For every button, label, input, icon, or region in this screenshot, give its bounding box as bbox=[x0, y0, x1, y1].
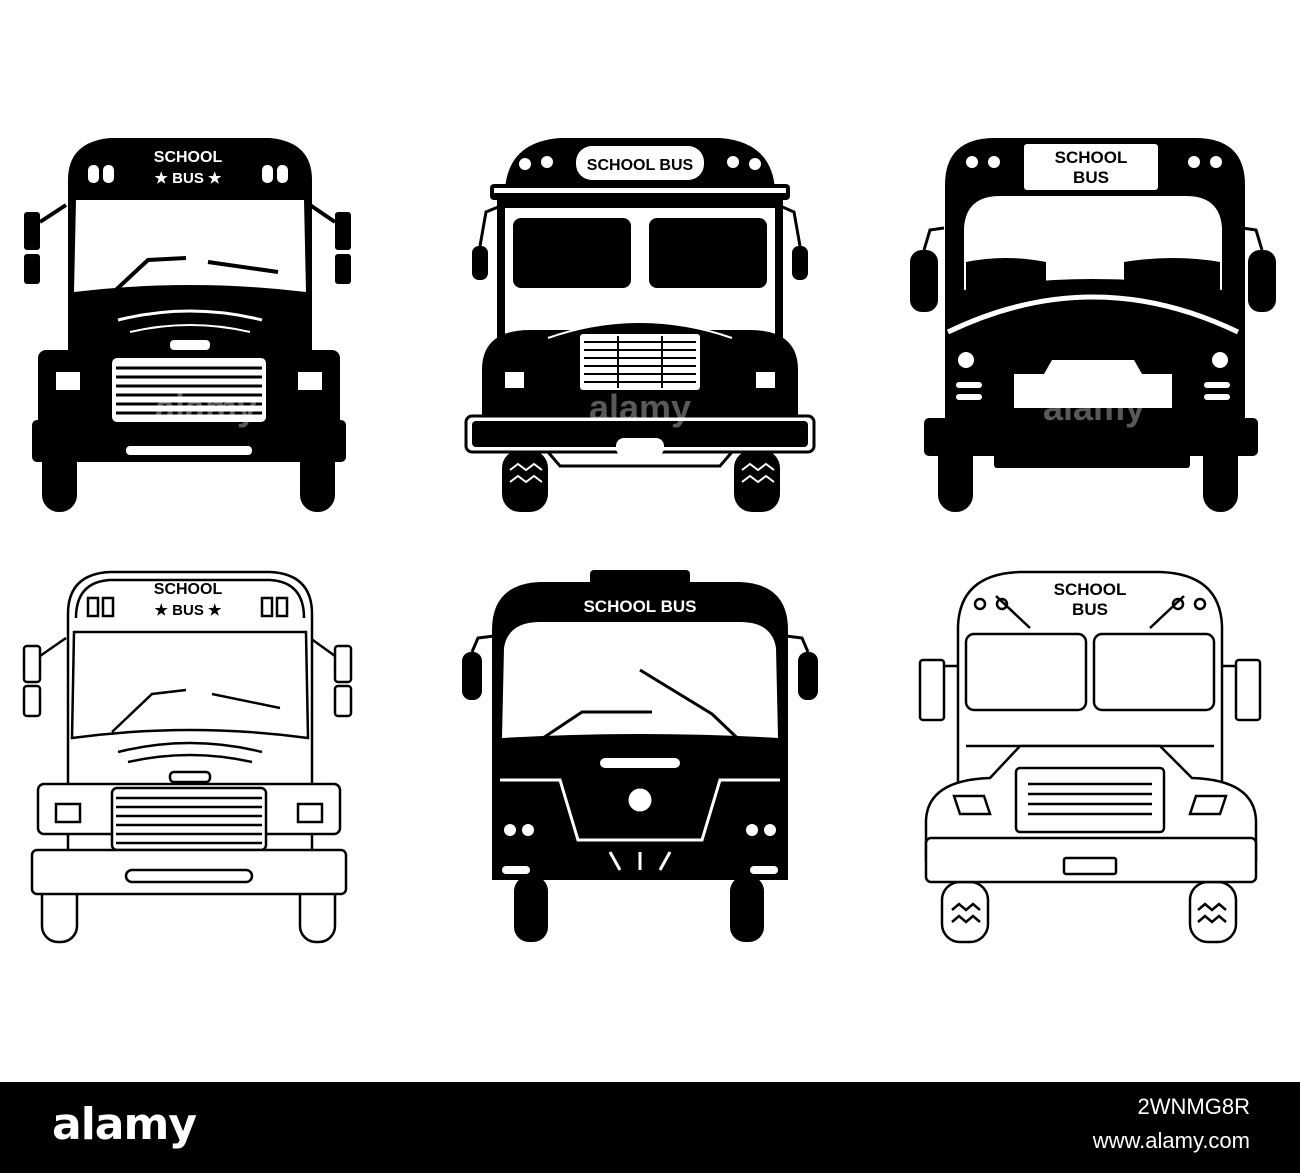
watermark-2: alamy bbox=[589, 387, 691, 428]
site-link[interactable]: www.alamy.com bbox=[1092, 1128, 1250, 1153]
bus-5-icon: SCHOOL BUS bbox=[462, 570, 818, 942]
bus-6-sign-line2: BUS bbox=[1072, 600, 1108, 619]
bus-1-sign-line2: ★ BUS ★ bbox=[155, 170, 222, 187]
bus-6-sign-line1: SCHOOL bbox=[1054, 580, 1127, 599]
bus-1-icon: SCHOOL ★ BUS ★ bbox=[24, 138, 351, 512]
watermark-3: alamy bbox=[1043, 387, 1145, 428]
bus-6-icon bbox=[918, 570, 1262, 944]
alamy-logo[interactable]: alamy bbox=[52, 1099, 197, 1150]
bus-4-sign-line1: SCHOOL bbox=[154, 581, 223, 598]
watermark-1: alamy bbox=[155, 387, 257, 428]
bus-3-sign-line1: SCHOOL bbox=[1055, 148, 1128, 167]
footer-bar: alamy 2WNMG8R www.alamy.com bbox=[0, 1082, 1300, 1173]
bus-2-icon: SCHOOL BUS bbox=[464, 138, 816, 512]
bus-3-sign-line2: BUS bbox=[1073, 168, 1109, 187]
school-bus-icon-set: SCHOOL ★ BUS ★ bbox=[22, 138, 1276, 944]
bus-4-sign-line2: ★ BUS ★ bbox=[155, 602, 222, 619]
bus-1-sign-line1: SCHOOL bbox=[154, 149, 223, 166]
bus-5-sign: SCHOOL BUS bbox=[583, 597, 696, 616]
bus-3-icon: SCHOOL BUS bbox=[910, 138, 1276, 512]
bus-4-icon bbox=[22, 570, 353, 944]
bus-2-sign: SCHOOL BUS bbox=[587, 157, 694, 174]
image-id: 2WNMG8R bbox=[1137, 1094, 1250, 1119]
